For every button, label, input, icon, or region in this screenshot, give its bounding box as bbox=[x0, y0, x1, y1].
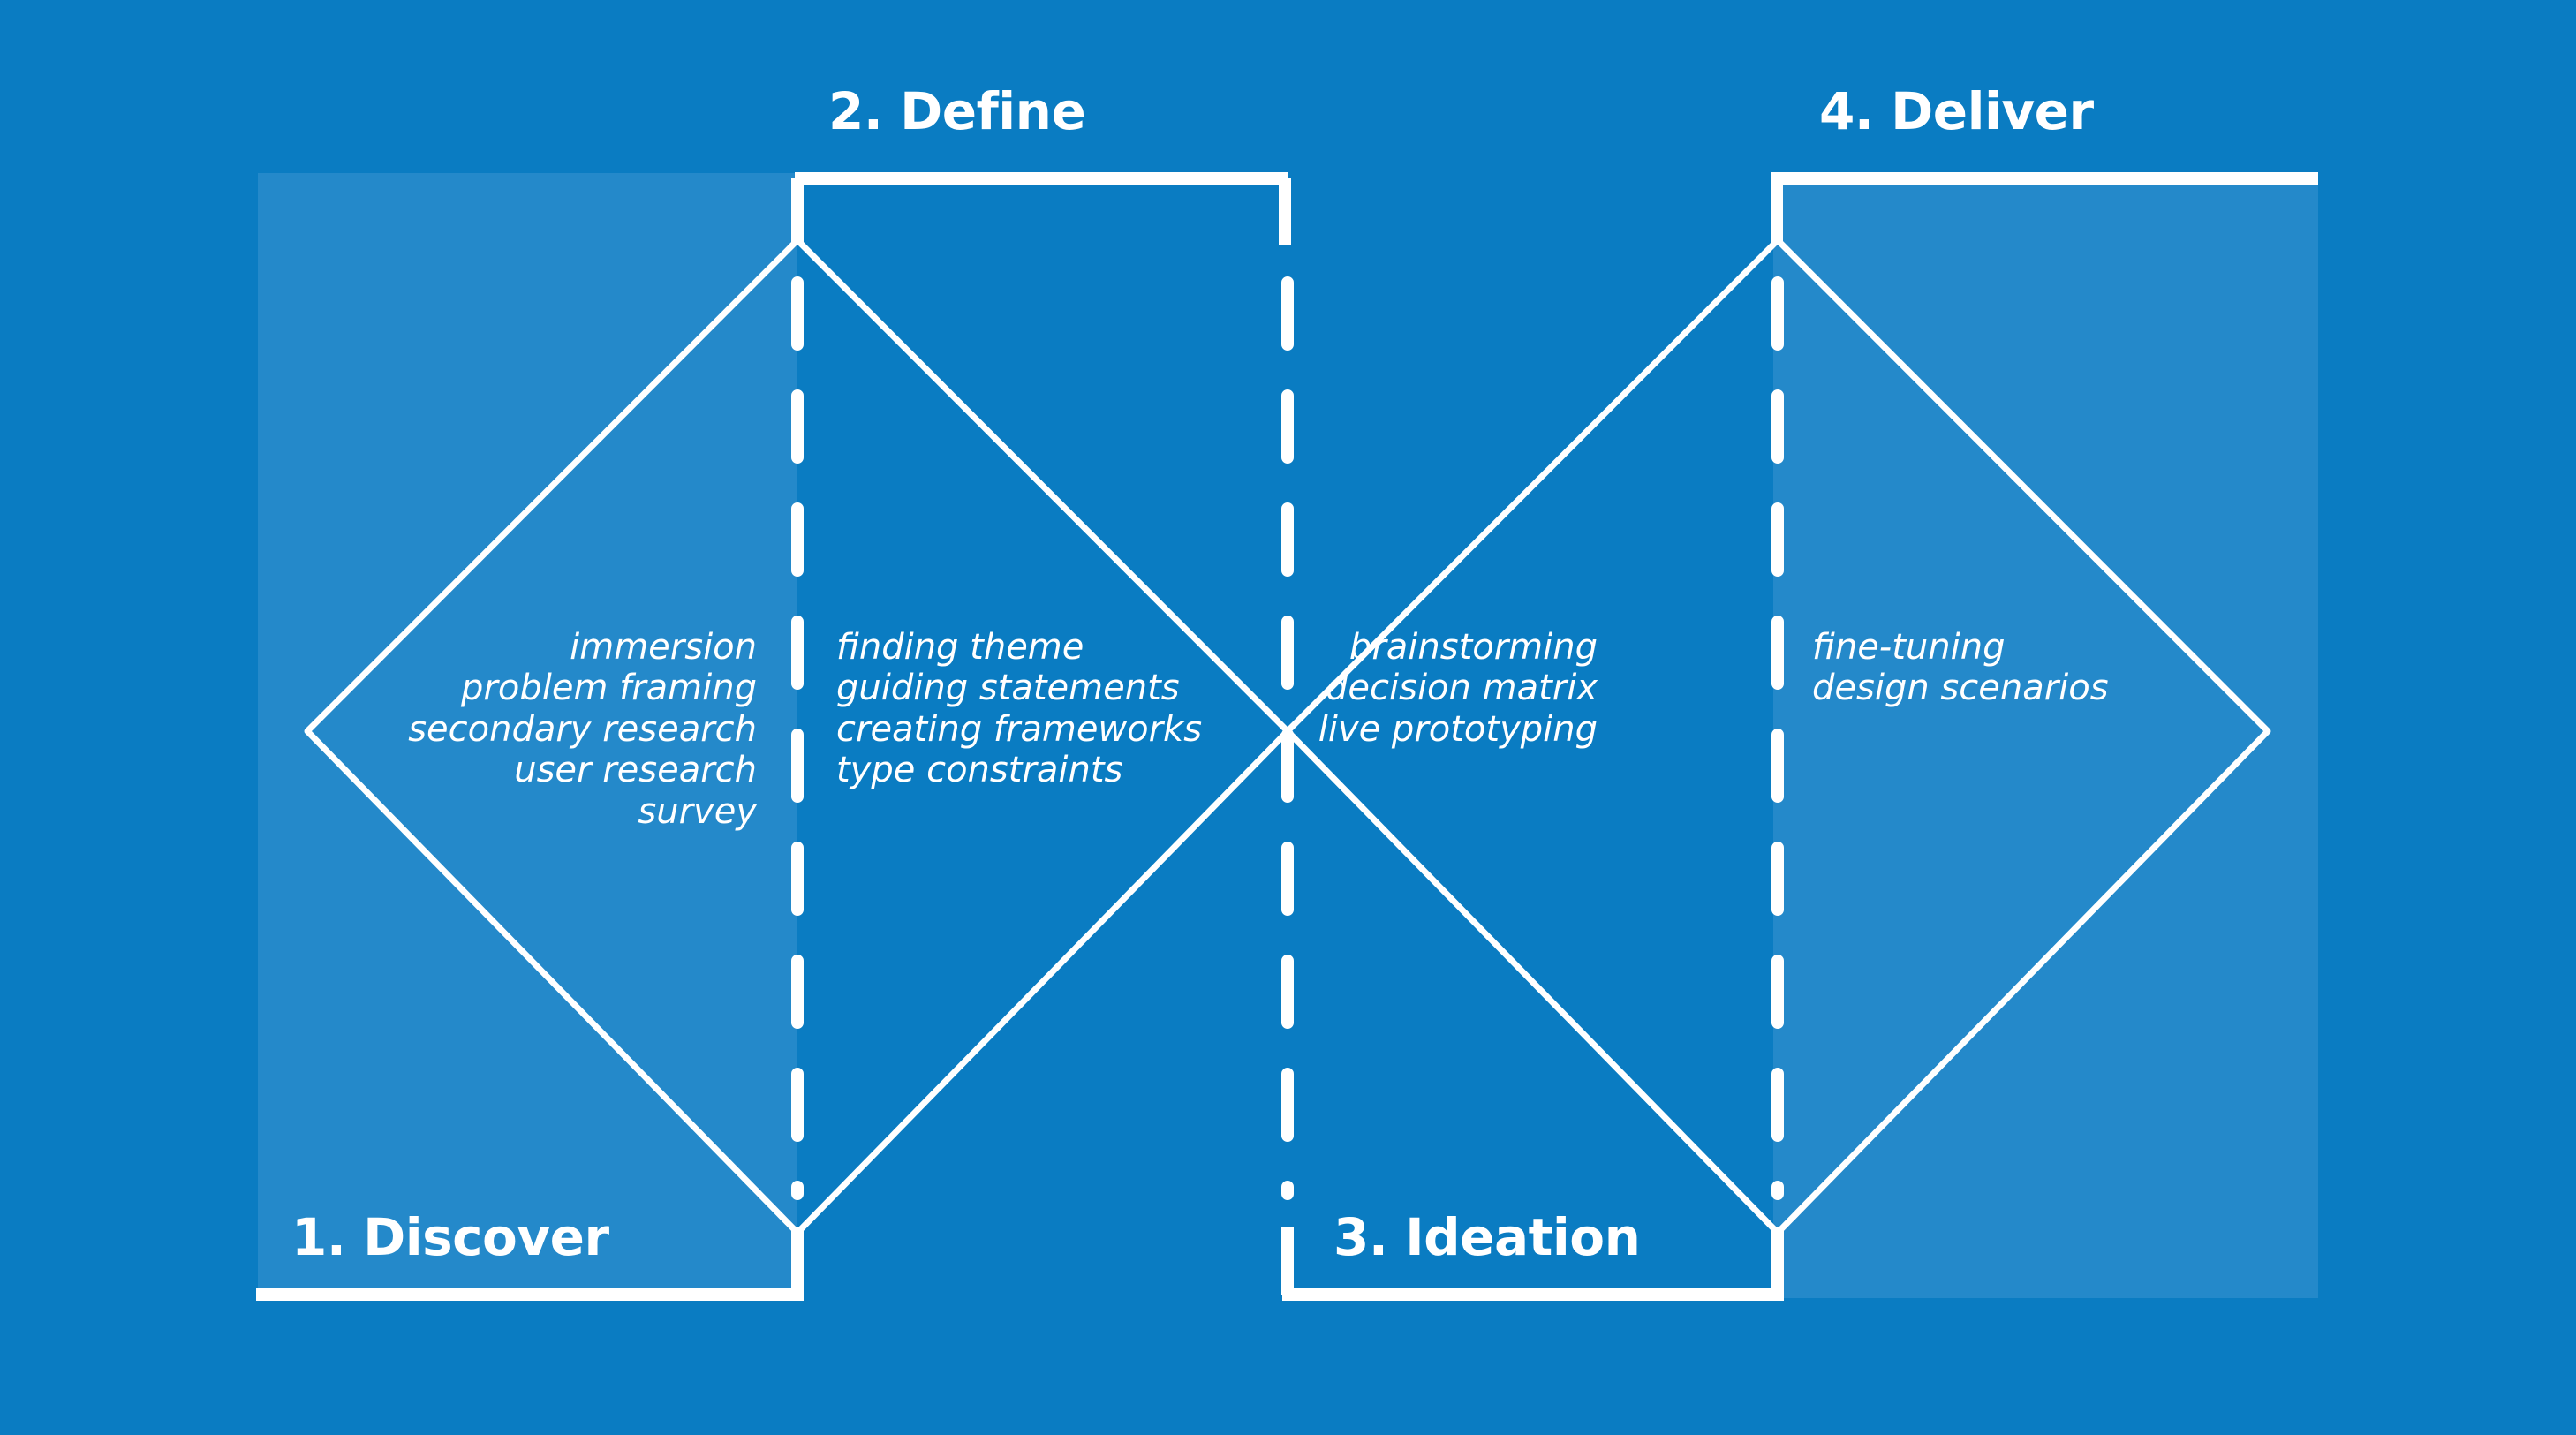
list-item: guiding statements bbox=[836, 668, 1180, 709]
list-item: finding theme bbox=[836, 627, 1084, 668]
list-item: user research bbox=[514, 750, 757, 791]
list-item: creating frameworks bbox=[836, 708, 1203, 750]
activity-list-deliver: fine-tuning design scenarios bbox=[1812, 627, 2109, 709]
list-item: secondary research bbox=[408, 708, 757, 750]
phase-title-ideation: 3. Ideation bbox=[1333, 1207, 1641, 1267]
list-item: fine-tuning bbox=[1812, 627, 2006, 668]
list-item: design scenarios bbox=[1812, 668, 2109, 709]
phase-title-deliver: 4. Deliver bbox=[1819, 81, 2094, 141]
list-item: immersion bbox=[570, 627, 757, 668]
activity-list-discover: immersion problem framing secondary rese… bbox=[408, 627, 757, 832]
deliver-phase-panel bbox=[1773, 173, 2318, 1298]
list-item: problem framing bbox=[461, 668, 757, 709]
phase-title-define: 2. Define bbox=[828, 81, 1086, 141]
activity-list-ideation: brainstorming decision matrix live proto… bbox=[1318, 627, 1598, 750]
list-item: survey bbox=[638, 790, 757, 832]
list-item: type constraints bbox=[836, 750, 1123, 791]
list-item: live prototyping bbox=[1318, 708, 1598, 750]
list-item: brainstorming bbox=[1348, 627, 1598, 668]
activity-list-define: finding theme guiding statements creatin… bbox=[836, 627, 1202, 791]
phase-title-discover: 1. Discover bbox=[291, 1207, 609, 1267]
list-item: decision matrix bbox=[1326, 668, 1598, 709]
